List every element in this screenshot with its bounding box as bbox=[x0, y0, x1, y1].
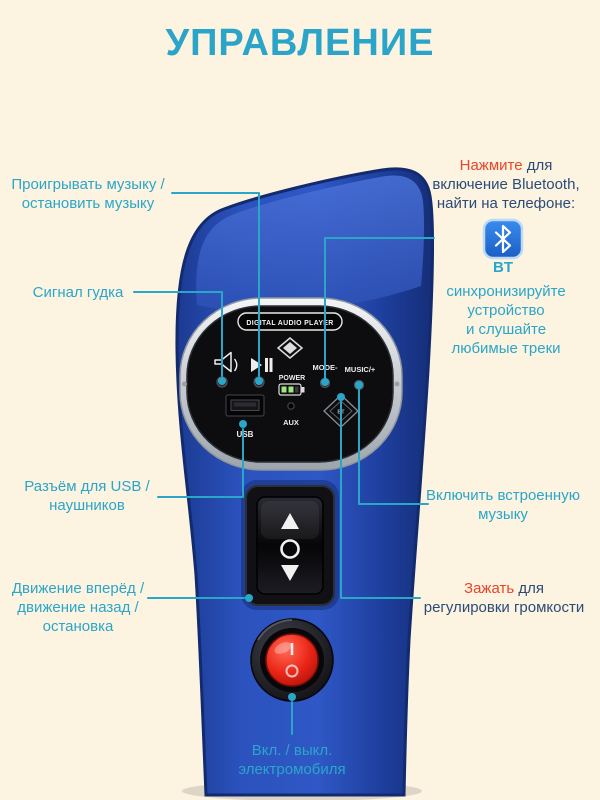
dot-rocker-switch bbox=[245, 594, 253, 602]
callout-dots bbox=[218, 377, 363, 701]
callout-bluetooth: Нажмите для включение Bluetooth, найти н… bbox=[432, 157, 580, 212]
bluetooth-icon bbox=[482, 218, 524, 260]
dot-mode-button bbox=[321, 378, 329, 386]
arrow-down-icon bbox=[281, 565, 299, 581]
play-pause-icon bbox=[251, 358, 273, 372]
callout-power-switch: Вкл. / выкл. электромобиля bbox=[238, 742, 346, 778]
rocker-key[interactable] bbox=[256, 496, 324, 595]
callout-drive: Движение вперёд / движение назад / остан… bbox=[11, 580, 145, 635]
stop-circle-icon bbox=[280, 539, 300, 559]
page-title: УПРАВЛЕНИЕ bbox=[165, 22, 435, 64]
rocker-switch[interactable] bbox=[241, 480, 339, 610]
arrow-up-icon bbox=[281, 513, 299, 529]
aux-label: AUX bbox=[283, 418, 299, 427]
callout-play-stop: Проигрывать музыку / остановить музыку bbox=[11, 176, 165, 212]
usb-port[interactable] bbox=[225, 394, 265, 417]
music-label: MUSIC/+ bbox=[345, 365, 376, 374]
bt-badge-label: BT bbox=[493, 259, 513, 276]
aux-jack[interactable] bbox=[287, 402, 295, 410]
badge-text: DIGITAL AUDIO PLAYER bbox=[246, 320, 333, 327]
callout-sync: синхронизируйте устройство и слушайте лю… bbox=[446, 283, 566, 357]
panel-screw-left bbox=[182, 381, 187, 387]
callout-builtin-music: Включить встроенную музыку bbox=[426, 487, 580, 523]
dot-music-button bbox=[355, 381, 363, 389]
callout-line-play bbox=[171, 192, 260, 377]
power-off-mark bbox=[285, 664, 299, 678]
dot-usb-port bbox=[239, 420, 247, 428]
digital-audio-player-badge bbox=[237, 312, 343, 331]
bluetooth-highlight: Нажмите bbox=[459, 157, 523, 174]
callout-line-usb bbox=[157, 428, 244, 498]
callout-line-horn bbox=[133, 291, 223, 377]
dot-power-switch bbox=[288, 693, 296, 701]
callout-line-builtin-music bbox=[358, 389, 429, 505]
power-label: POWER bbox=[279, 375, 305, 382]
device-top-face bbox=[196, 175, 425, 312]
dot-play-button bbox=[255, 377, 263, 385]
callout-lines bbox=[133, 192, 435, 735]
main-power-switch[interactable] bbox=[250, 618, 334, 702]
dot-bt-logo bbox=[337, 393, 345, 401]
usb-label: USB bbox=[237, 430, 254, 439]
brand-diamond-logo bbox=[276, 337, 304, 359]
callout-usb: Разъём для USB / наушников bbox=[24, 478, 150, 514]
callout-line-bluetooth bbox=[324, 237, 435, 379]
callout-horn: Сигнал гудка bbox=[32, 284, 124, 301]
callout-volume: Зажать для регулировки громкости bbox=[423, 580, 585, 616]
volume-highlight: Зажать bbox=[464, 580, 515, 597]
callout-line-volume bbox=[340, 401, 421, 599]
panel-screw-right bbox=[394, 381, 400, 387]
battery-icon bbox=[278, 383, 305, 396]
dot-horn-button bbox=[218, 377, 226, 385]
power-switch-cap[interactable] bbox=[265, 633, 319, 687]
control-panel: DIGITAL AUDIO PLAYER MODE- MUS bbox=[179, 297, 403, 471]
